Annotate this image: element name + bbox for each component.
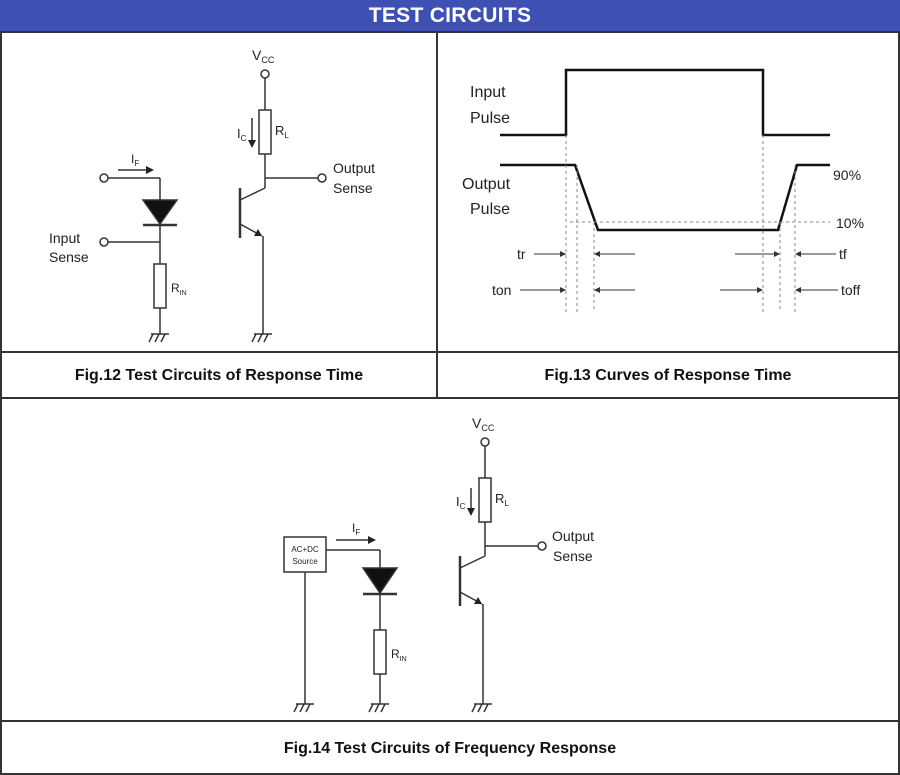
svg-text:Output: Output [333, 160, 375, 176]
fig14-output-terminal [537, 541, 547, 551]
svg-text:IF: IF [352, 521, 360, 537]
fig12-load-resistor [258, 109, 272, 155]
svg-text:tf: tf [839, 246, 847, 262]
svg-text:Sense: Sense [333, 180, 373, 196]
fig13-output-pulse [500, 163, 830, 232]
fig14-load-resistor [478, 477, 492, 523]
fig12-output-terminal [317, 173, 327, 183]
svg-text:RIN: RIN [171, 281, 187, 297]
svg-text:IC: IC [456, 494, 466, 511]
svg-text:RL: RL [495, 491, 509, 508]
fig12-input-terminal [99, 173, 109, 183]
figure-14-caption: Fig.14 Test Circuits of Frequency Respon… [283, 739, 617, 757]
svg-text:10%: 10% [836, 215, 864, 231]
svg-text:VCC: VCC [472, 415, 495, 433]
svg-text:Output: Output [462, 176, 511, 193]
figure-12-caption: Fig.12 Test Circuits of Response Time [74, 367, 364, 384]
figure-13-caption: Fig.13 Curves of Response Time [544, 367, 792, 384]
svg-text:IC: IC [237, 126, 247, 143]
svg-text:toff: toff [841, 282, 860, 298]
fig14-circuit [283, 437, 547, 713]
header-title: TEST CIRCUITS [368, 3, 532, 27]
svg-text:Pulse: Pulse [470, 201, 510, 218]
svg-text:VCC: VCC [252, 47, 275, 65]
fig14-ac-dc-source [283, 536, 327, 573]
fig13-waveforms [500, 68, 830, 232]
fig14-led [361, 567, 399, 595]
svg-text:Sense: Sense [49, 249, 89, 265]
svg-text:Source: Source [292, 557, 318, 566]
fig12-labels: VCC IC RL IF RIN Input Sense Output Sens… [49, 47, 375, 297]
svg-text:RIN: RIN [391, 647, 407, 663]
fig14-vcc-terminal [480, 437, 490, 447]
fig12-input-sense-terminal [99, 237, 109, 247]
svg-text:90%: 90% [833, 167, 861, 183]
svg-text:tr: tr [517, 246, 526, 262]
svg-text:Input: Input [49, 230, 80, 246]
fig12-led [141, 199, 179, 226]
fig12-input-resistor [153, 263, 167, 309]
fig14-input-resistor [373, 629, 387, 675]
svg-text:IF: IF [131, 152, 139, 168]
fig12-vcc-terminal [260, 69, 270, 79]
svg-text:Sense: Sense [553, 548, 593, 564]
svg-text:RL: RL [275, 123, 289, 140]
fig13-labels: Input Pulse Output Pulse 90% 10% tr tf t… [462, 84, 864, 298]
figure-14-caption-box [0, 720, 900, 775]
svg-text:Output: Output [552, 528, 594, 544]
svg-text:ton: ton [492, 282, 511, 298]
fig13-timing-arrows [520, 251, 838, 293]
svg-text:Pulse: Pulse [470, 110, 510, 127]
page-header: TEST CIRCUITS [0, 0, 900, 31]
fig13-input-pulse [500, 68, 830, 137]
fig14-labels: VCC IC RL IF RIN AC+DC Source Output Sen… [291, 415, 594, 663]
svg-text:AC+DC: AC+DC [291, 545, 319, 554]
svg-text:Input: Input [470, 84, 506, 101]
fig12-circuit [99, 69, 327, 343]
fig13-guides [565, 135, 830, 312]
